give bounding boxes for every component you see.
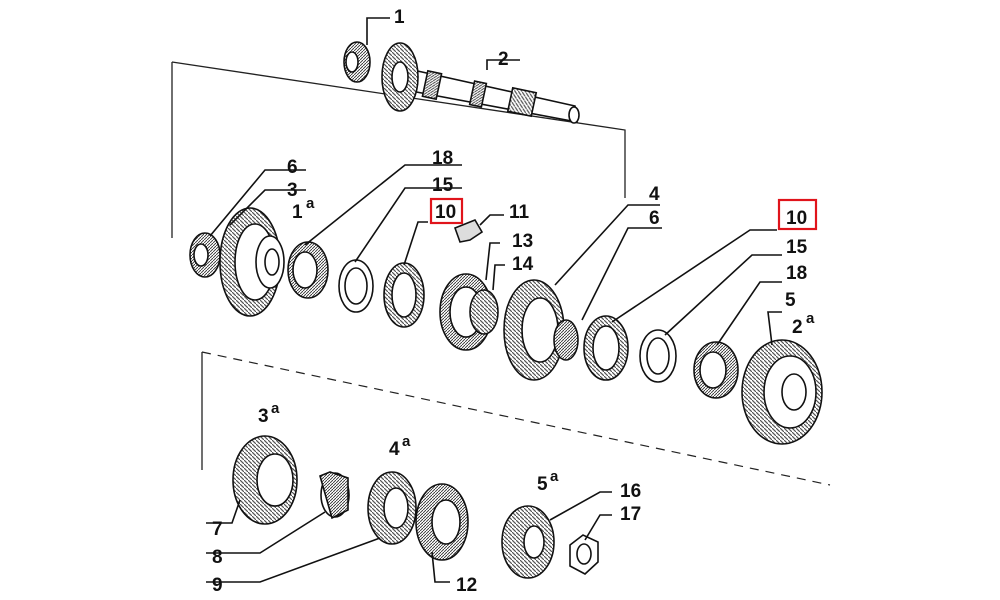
synchronizer-ring-10-b xyxy=(583,315,629,381)
gear-1a xyxy=(219,207,285,317)
leader-lines xyxy=(206,17,782,583)
sliding-sleeve-13 xyxy=(439,273,499,351)
label-part-11: 11 xyxy=(509,202,530,223)
synchronizer-ring-10 xyxy=(383,262,425,328)
label-part-14: 14 xyxy=(512,254,534,275)
label-part-10: 10 xyxy=(435,202,456,223)
label-part-16: 16 xyxy=(620,481,641,502)
label-part-18-b: 18 xyxy=(786,263,807,284)
key-block-11 xyxy=(453,219,484,243)
sync-ring-18 xyxy=(287,241,329,299)
label-part-4a-superscript: a xyxy=(402,433,411,450)
label-part-5a: 5 xyxy=(537,474,548,495)
dashed-section-frame xyxy=(201,351,831,486)
label-part-7: 7 xyxy=(212,519,223,540)
label-part-2: 2 xyxy=(498,49,509,70)
label-part-13: 13 xyxy=(512,231,533,252)
nut-17 xyxy=(569,534,599,575)
label-part-3: 3 xyxy=(287,180,298,201)
label-part-1a: 1 xyxy=(292,202,303,223)
part-labels: 1 2 6 3 1 a 18 15 10 11 13 14 4 6 10 15 … xyxy=(212,7,815,596)
gear-4 xyxy=(503,279,579,381)
label-part-18: 18 xyxy=(432,148,453,169)
label-part-3a: 3 xyxy=(258,406,269,427)
label-part-3a-superscript: a xyxy=(271,400,280,417)
label-part-2a: 2 xyxy=(792,317,803,338)
highlight-box-10-b xyxy=(777,198,818,231)
label-part-1: 1 xyxy=(394,7,405,28)
highlight-box-10 xyxy=(429,197,464,225)
label-part-9: 9 xyxy=(212,575,223,596)
needle-bearing-6 xyxy=(189,232,221,278)
main-shaft-2 xyxy=(381,42,580,124)
gear-3a xyxy=(232,435,298,525)
label-part-15: 15 xyxy=(432,175,454,196)
label-part-1a-superscript: a xyxy=(306,195,315,212)
label-part-2a-superscript: a xyxy=(806,310,815,327)
shaft-frame xyxy=(171,61,626,238)
label-part-6-b: 6 xyxy=(649,208,660,229)
gear-5a xyxy=(501,505,555,579)
sync-ring-18-b xyxy=(693,341,739,399)
label-part-10-b: 10 xyxy=(786,208,807,229)
label-part-15-b: 15 xyxy=(786,237,808,258)
label-part-6: 6 xyxy=(287,157,298,178)
label-part-12: 12 xyxy=(456,575,477,596)
label-part-5: 5 xyxy=(785,290,796,311)
label-part-8: 8 xyxy=(212,547,223,568)
gear-4a xyxy=(367,471,417,545)
label-part-4: 4 xyxy=(649,184,660,205)
cone-ring-15-b xyxy=(639,329,677,383)
gear-2a xyxy=(741,339,823,445)
bushing-8 xyxy=(319,471,350,520)
label-part-17: 17 xyxy=(620,504,641,525)
bearing-1 xyxy=(343,41,371,83)
gear-12 xyxy=(415,483,469,561)
cone-ring-15 xyxy=(338,259,374,313)
label-part-4a: 4 xyxy=(389,439,400,460)
label-part-5a-superscript: a xyxy=(550,468,559,485)
